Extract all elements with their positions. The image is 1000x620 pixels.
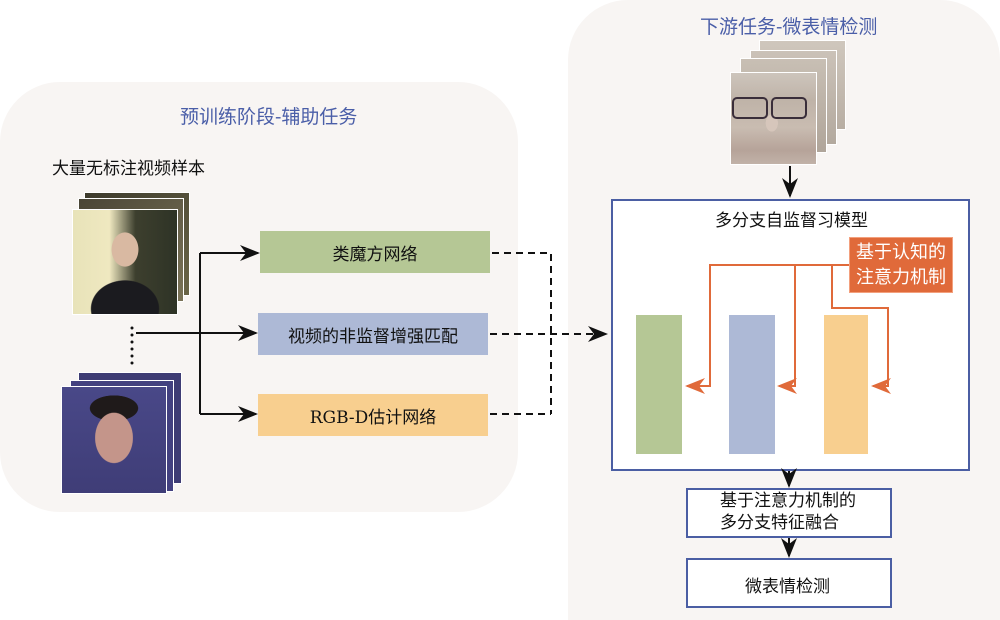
cognitive-attention-badge: 基于认知的 注意力机制 [849, 237, 953, 293]
fusion-line-1: 基于注意力机制的 [720, 491, 856, 511]
rubik-cube-network-box: 类魔方网络 [260, 231, 490, 273]
rgbd-estimation-box: RGB-D估计网络 [258, 394, 488, 436]
detection-box [686, 558, 892, 608]
attention-line-1: 基于认知的 [856, 242, 946, 263]
attention-line-2: 注意力机制 [856, 267, 946, 288]
feature-fusion-box [686, 488, 892, 538]
rgbd-estimation-label: RGB-D估计网络 [309, 407, 437, 428]
fusion-line-2: 多分支特征融合 [720, 513, 839, 533]
branch-bar-orange [824, 315, 868, 454]
video-frame-man [61, 386, 167, 494]
unsupervised-matching-label: 视频的非监督增强匹配 [288, 326, 458, 347]
model-title: 多分支自监督习模型 [715, 211, 868, 231]
unlabeled-samples-label: 大量无标注视频样本 [52, 159, 205, 179]
unsupervised-matching-box: 视频的非监督增强匹配 [258, 313, 488, 355]
branch-bar-green [636, 315, 682, 454]
rubik-cube-network-label: 类魔方网络 [332, 244, 418, 265]
attention-line-mid [777, 265, 797, 394]
ellipsis-dots [130, 326, 134, 365]
attention-line-right [831, 265, 891, 394]
feature-fusion-label: 基于注意力机制的 多分支特征融合 [720, 490, 856, 534]
video-frame-woman [72, 209, 178, 315]
detection-label: 微表情检测 [745, 577, 830, 597]
branch-bar-blue [729, 315, 775, 454]
attention-line-top [685, 264, 849, 394]
pretrain-title: 预训练阶段-辅助任务 [180, 106, 358, 128]
downstream-title: 下游任务-微表情检测 [700, 16, 878, 38]
